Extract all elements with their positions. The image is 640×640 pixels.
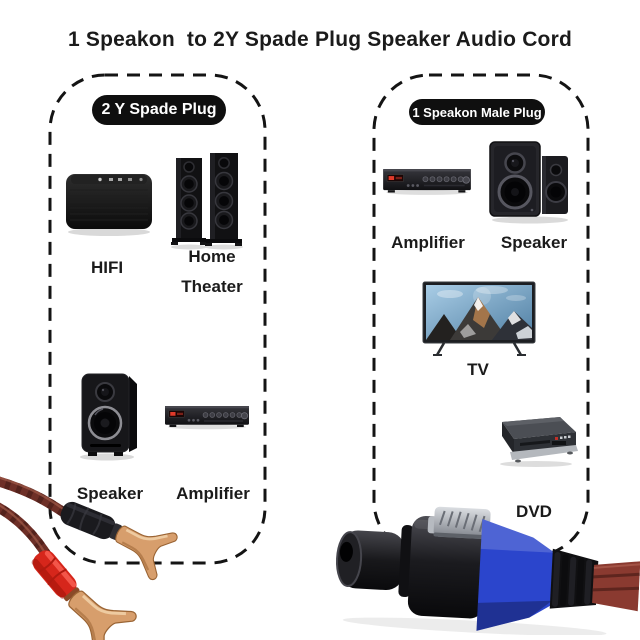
dvd-player-icon bbox=[500, 417, 578, 467]
amplifier-label-right: Amplifier bbox=[391, 233, 465, 252]
tower-speakers-icon bbox=[171, 153, 243, 250]
hifi-label: HIFI bbox=[90, 258, 124, 277]
speakon-plug-panel bbox=[372, 73, 590, 558]
speaker-label-left: Speaker bbox=[76, 484, 144, 503]
red-spade-connector bbox=[31, 550, 137, 640]
tv-label: TV bbox=[467, 360, 489, 379]
page-title: 1 Speakon to 2Y Spade Plug Speaker Audio… bbox=[68, 28, 572, 51]
speaker-label-right: Speaker bbox=[500, 233, 568, 252]
dashed-border-right bbox=[372, 73, 590, 558]
bookshelf-speaker-icon bbox=[80, 373, 137, 461]
black-spade-connector bbox=[60, 501, 178, 581]
dashed-border-left bbox=[48, 73, 267, 565]
spade-plug-badge: 2 Y Spade Plug bbox=[92, 95, 226, 125]
hifi-speaker-icon bbox=[66, 174, 152, 236]
speakon-plug-badge: 1 Speakon Male Plug bbox=[409, 99, 545, 125]
tv-icon bbox=[422, 281, 536, 356]
home-theater-label-line2: Theater bbox=[181, 277, 243, 296]
spade-plug-photo bbox=[0, 476, 178, 640]
amplifier-icon bbox=[165, 406, 249, 430]
amplifier-icon bbox=[383, 169, 471, 195]
ribbed-boot bbox=[551, 551, 593, 607]
latch-tab bbox=[427, 506, 491, 540]
amplifier-label-left: Amplifier bbox=[176, 484, 250, 503]
home-theater-label-line1: Home bbox=[188, 247, 236, 266]
dvd-label: DVD bbox=[516, 502, 552, 521]
speaker-pair-icon bbox=[489, 141, 568, 224]
speakon-plug-photo bbox=[335, 506, 640, 635]
spade-plug-panel bbox=[48, 73, 267, 565]
